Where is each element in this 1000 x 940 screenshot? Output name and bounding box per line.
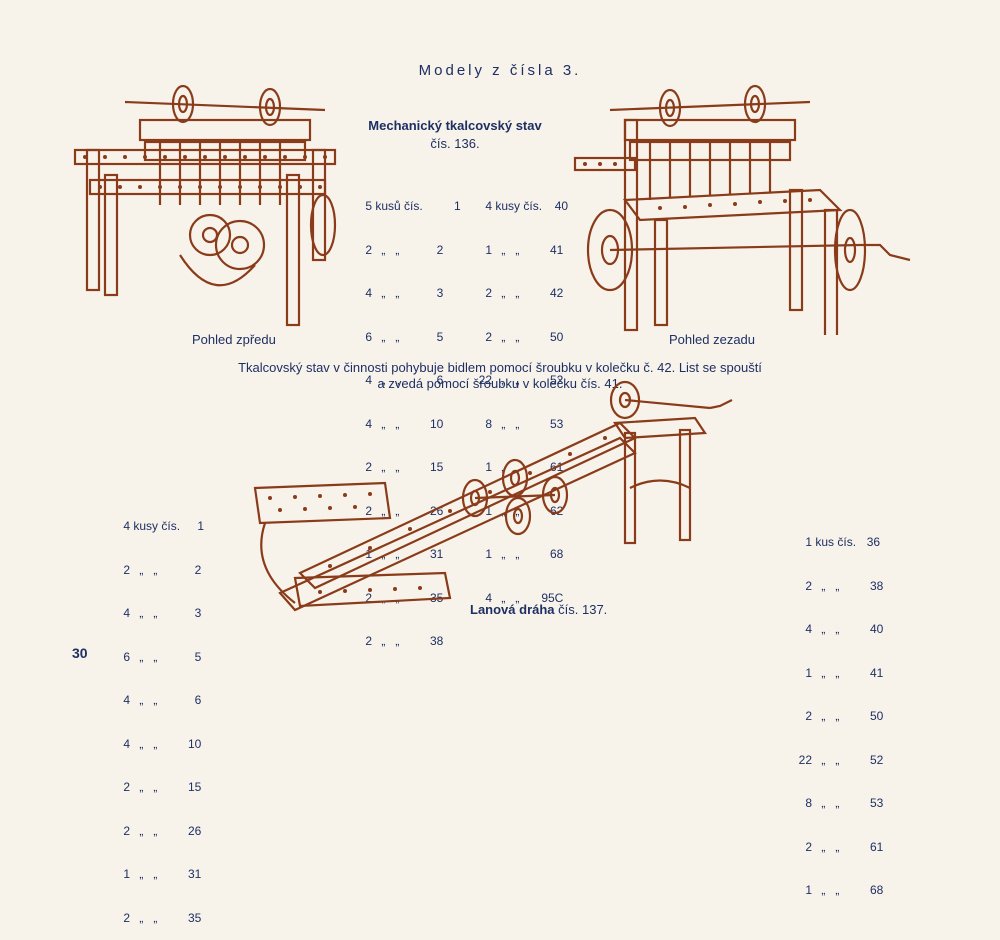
loom-number: čís. 136. [430, 136, 480, 151]
parts-row: 2 „ „61 [805, 839, 884, 854]
parts-row: 1 kus čís.36 [805, 535, 881, 549]
parts-row: 1 „ „68 [485, 547, 564, 561]
description-line: a zvedá pomocí šroubku v kolečku čís. 41… [377, 376, 623, 391]
cableway-title-name: Lanová dráha [470, 602, 555, 617]
parts-row: 22 „ „52 [798, 752, 884, 767]
parts-row: 2 „ „50 [805, 709, 884, 723]
cableway-parts-left: 4 kusy čís.1 2 „ „2 4 „ „3 6 „ „5 4 „ „6… [108, 490, 204, 940]
loom-parts-right: 4 kusy čís.40 1 „ „41 2 „ „42 2 „ „50 22… [470, 170, 568, 620]
loom-description: Tkalcovský stav v činnosti pohybuje bidl… [150, 360, 850, 392]
parts-row: 4 kusy čís.1 [123, 519, 205, 533]
page-heading: Modely z čísla 3. [418, 62, 582, 79]
parts-row: 4 „ „6 [123, 693, 202, 707]
cableway-title-number: čís. 137. [558, 602, 608, 617]
back-view-caption: Pohled zezadu [669, 332, 756, 347]
cableway-parts-right: 1 kus čís.36 2 „ „38 4 „ „40 1 „ „41 2 „… [790, 506, 884, 912]
parts-row: 4 kusy čís.40 [485, 199, 569, 213]
parts-row: 22 „ „52 [478, 373, 564, 387]
parts-row: 4 „ „3 [365, 286, 444, 300]
parts-row: 6 „ „5 [365, 329, 444, 344]
parts-row: 2 „ „15 [365, 460, 444, 474]
parts-row: 1 „ „31 [365, 547, 444, 561]
parts-row: 2 „ „35 [123, 910, 202, 925]
parts-row: 1 „ „31 [123, 867, 202, 881]
parts-row: 1 „ „41 [805, 665, 884, 680]
parts-row: 2 „ „26 [123, 823, 202, 838]
parts-row: 1 „ „68 [805, 883, 884, 897]
parts-row: 4 „ „40 [805, 622, 884, 636]
description-line: Tkalcovský stav v činnosti pohybuje bidl… [238, 360, 762, 375]
parts-row: 2 „ „2 [123, 562, 202, 577]
parts-row: 4 „ „6 [365, 373, 444, 387]
parts-row: 5 kusů čís.1 [365, 199, 461, 213]
parts-row: 4 „ „95C [485, 590, 564, 605]
parts-row: 8 „ „53 [485, 416, 564, 431]
parts-row: 2 „ „38 [805, 578, 884, 593]
loom-parts-left: 5 kusů čís.1 2 „ „2 4 „ „3 6 „ „5 4 „ „6… [350, 170, 461, 663]
parts-row: 2 „ „2 [365, 242, 444, 257]
loom-title: Mechanický tkalcovský stav [368, 118, 542, 133]
parts-row: 1 „ „41 [485, 242, 564, 257]
front-view-caption: Pohled zpředu [192, 332, 276, 347]
parts-row: 2 „ „42 [485, 286, 564, 300]
parts-row: 4 „ „10 [365, 416, 444, 431]
parts-row: 4 „ „10 [123, 736, 202, 751]
parts-row: 4 „ „3 [123, 606, 202, 620]
parts-row: 2 „ „50 [485, 329, 564, 344]
cableway-title: Lanová dráha čís. 137. [470, 602, 607, 617]
parts-row: 1 „ „62 [485, 503, 564, 518]
parts-row: 2 „ „38 [365, 634, 444, 648]
page-number: 30 [72, 645, 88, 661]
parts-row: 8 „ „53 [805, 796, 884, 810]
parts-row: 6 „ „5 [123, 649, 202, 664]
loom-front-illustration [73, 84, 337, 327]
parts-row: 2 „ „15 [123, 780, 202, 794]
parts-row: 2 „ „35 [365, 590, 444, 605]
cableway-illustration [253, 380, 733, 612]
loom-back-illustration [573, 84, 911, 335]
